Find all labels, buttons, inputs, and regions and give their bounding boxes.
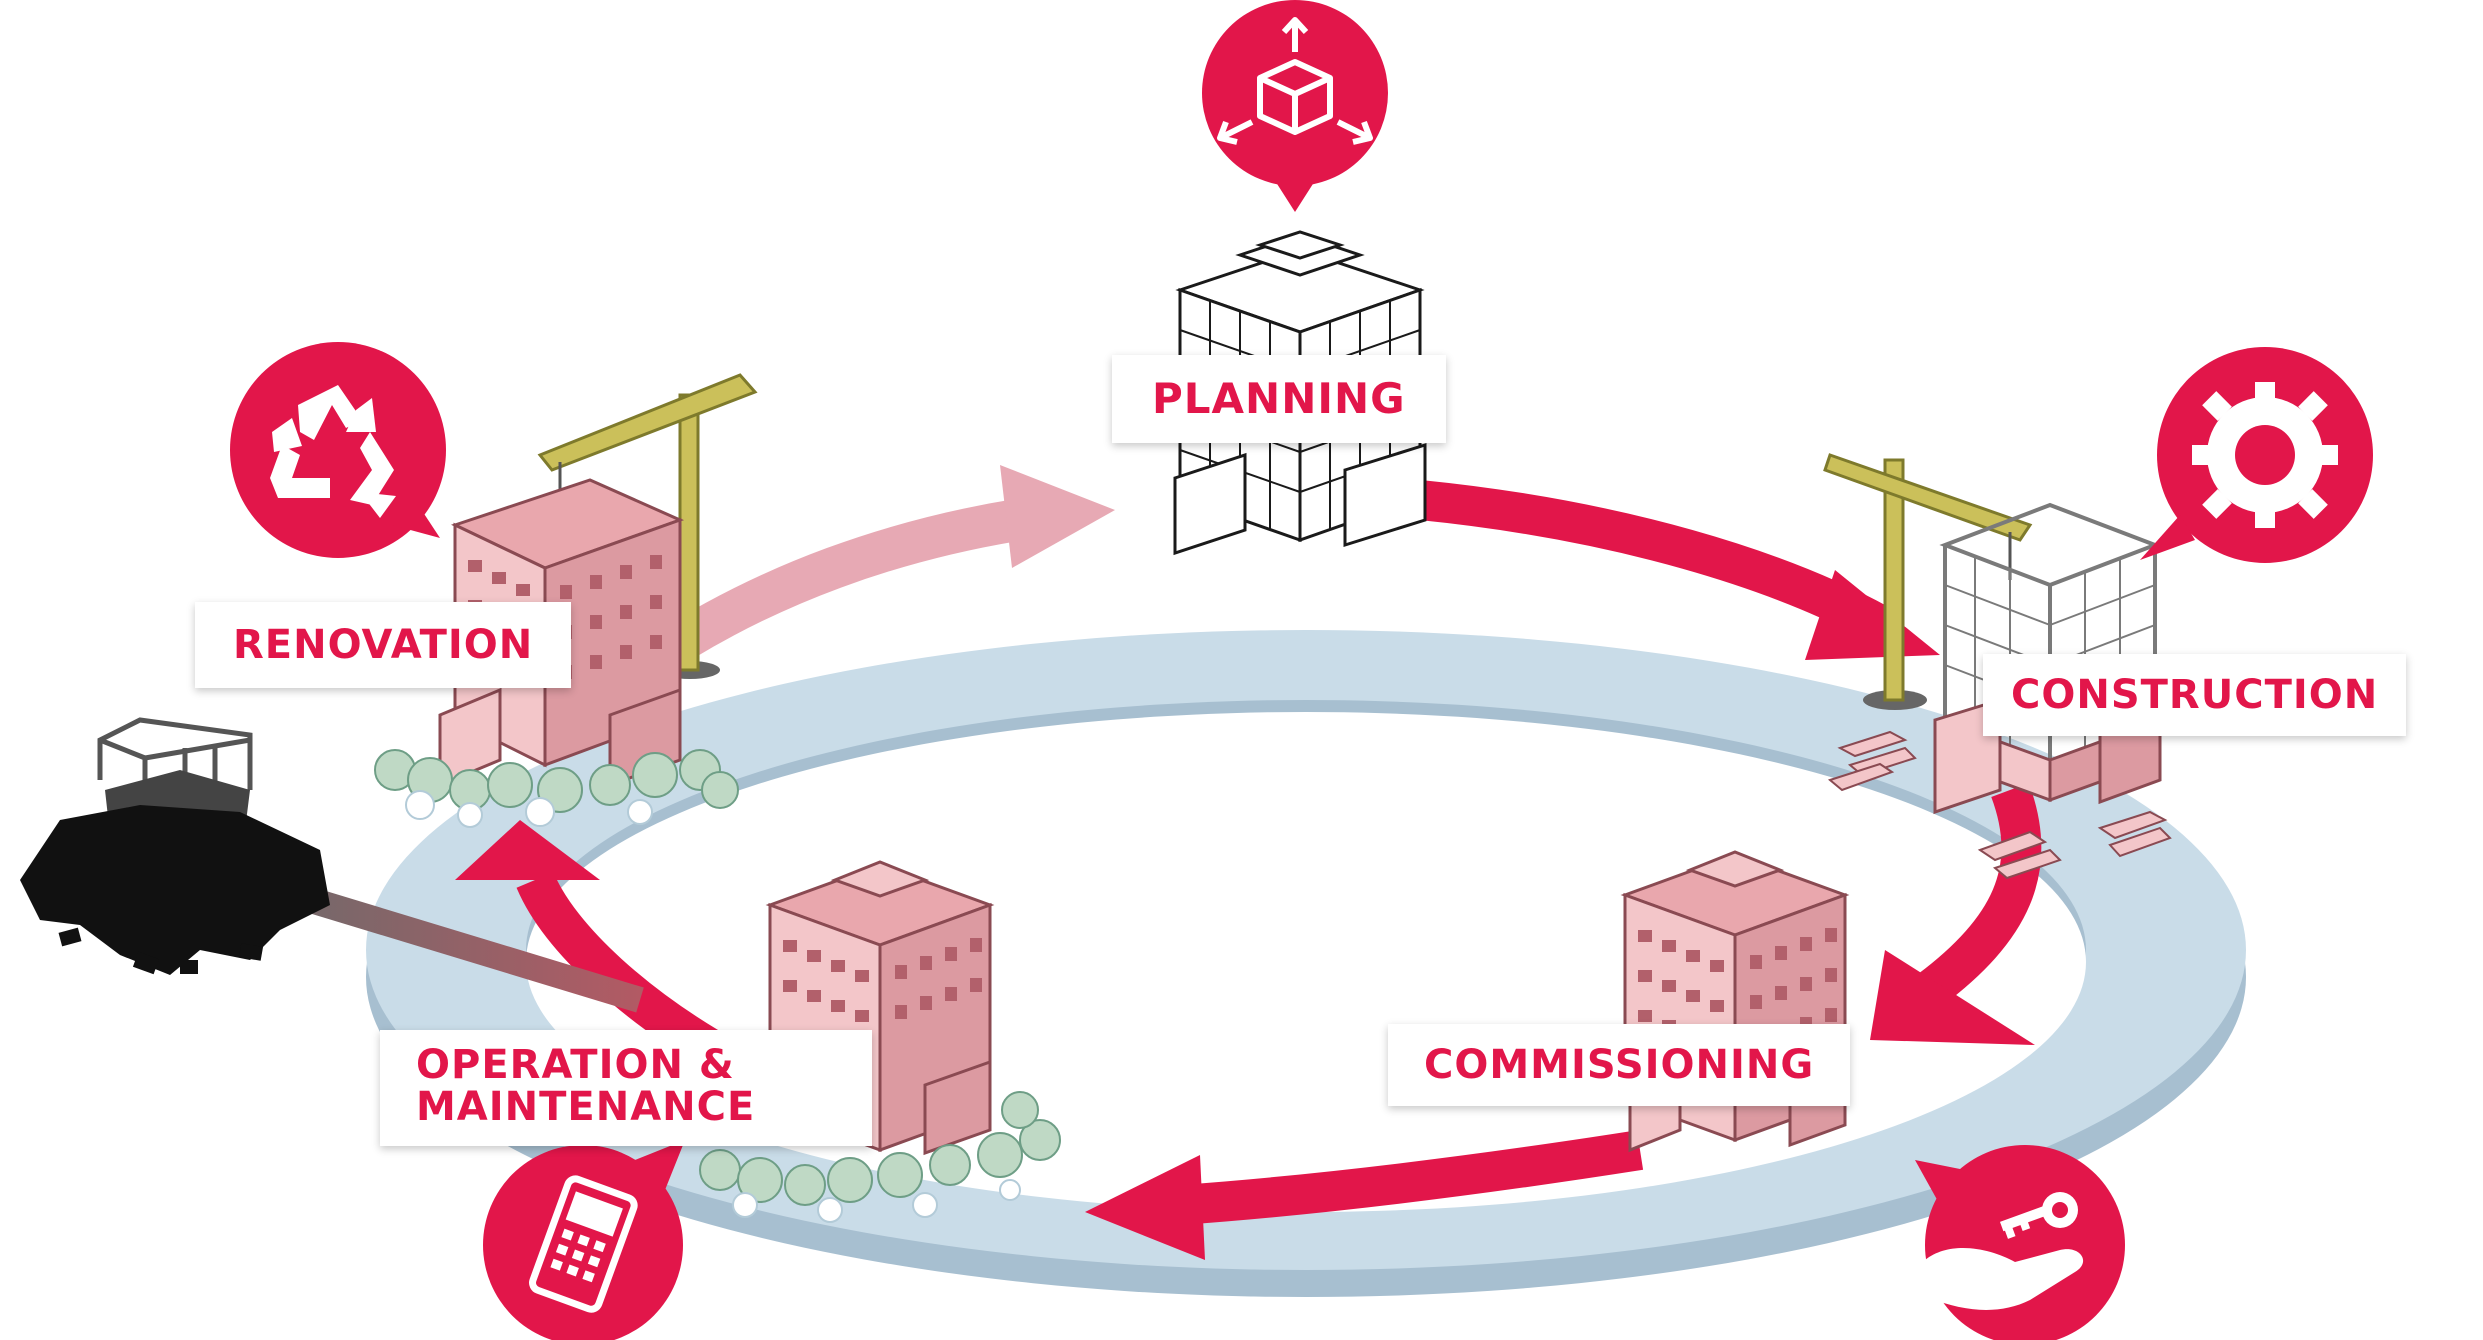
hand-key-icon: [1915, 1145, 2125, 1340]
gear-icon: [2140, 347, 2373, 563]
construction-materials: [1827, 730, 2172, 880]
flow-arrow-renovation-to-planning: [628, 465, 1115, 686]
construction-label-text: CONSTRUCTION: [2011, 672, 2379, 718]
renovation-label-text: RENOVATION: [233, 622, 534, 668]
demolished-building-rubble: [20, 717, 330, 975]
operation-shrubs: [699, 1091, 1061, 1223]
renovation-shrubs: [374, 749, 739, 828]
operation-maintenance-label: OPERATION & MAINTENANCE: [380, 1030, 872, 1146]
construction-crane: [1823, 453, 2033, 710]
recycle-icon: [230, 342, 446, 558]
box-arrows-icon: [1202, 0, 1388, 212]
flow-arrow-planning-to-construction: [1418, 480, 1940, 660]
commissioning-label: COMMISSIONING: [1388, 1024, 1851, 1106]
planning-label: PLANNING: [1112, 355, 1446, 444]
operation-label-line1: OPERATION &: [416, 1042, 735, 1088]
flow-arrow-construction-to-commissioning: [1870, 782, 2042, 1045]
construction-label: CONSTRUCTION: [1983, 654, 2407, 736]
operation-label-line2: MAINTENANCE: [416, 1084, 756, 1130]
renovation-label: RENOVATION: [195, 602, 572, 688]
commissioning-label-text: COMMISSIONING: [1424, 1042, 1815, 1088]
tablet-icon: [483, 1140, 685, 1340]
flow-arrow-commissioning-to-operation: [1085, 1130, 1644, 1260]
planning-label-text: PLANNING: [1152, 374, 1406, 423]
